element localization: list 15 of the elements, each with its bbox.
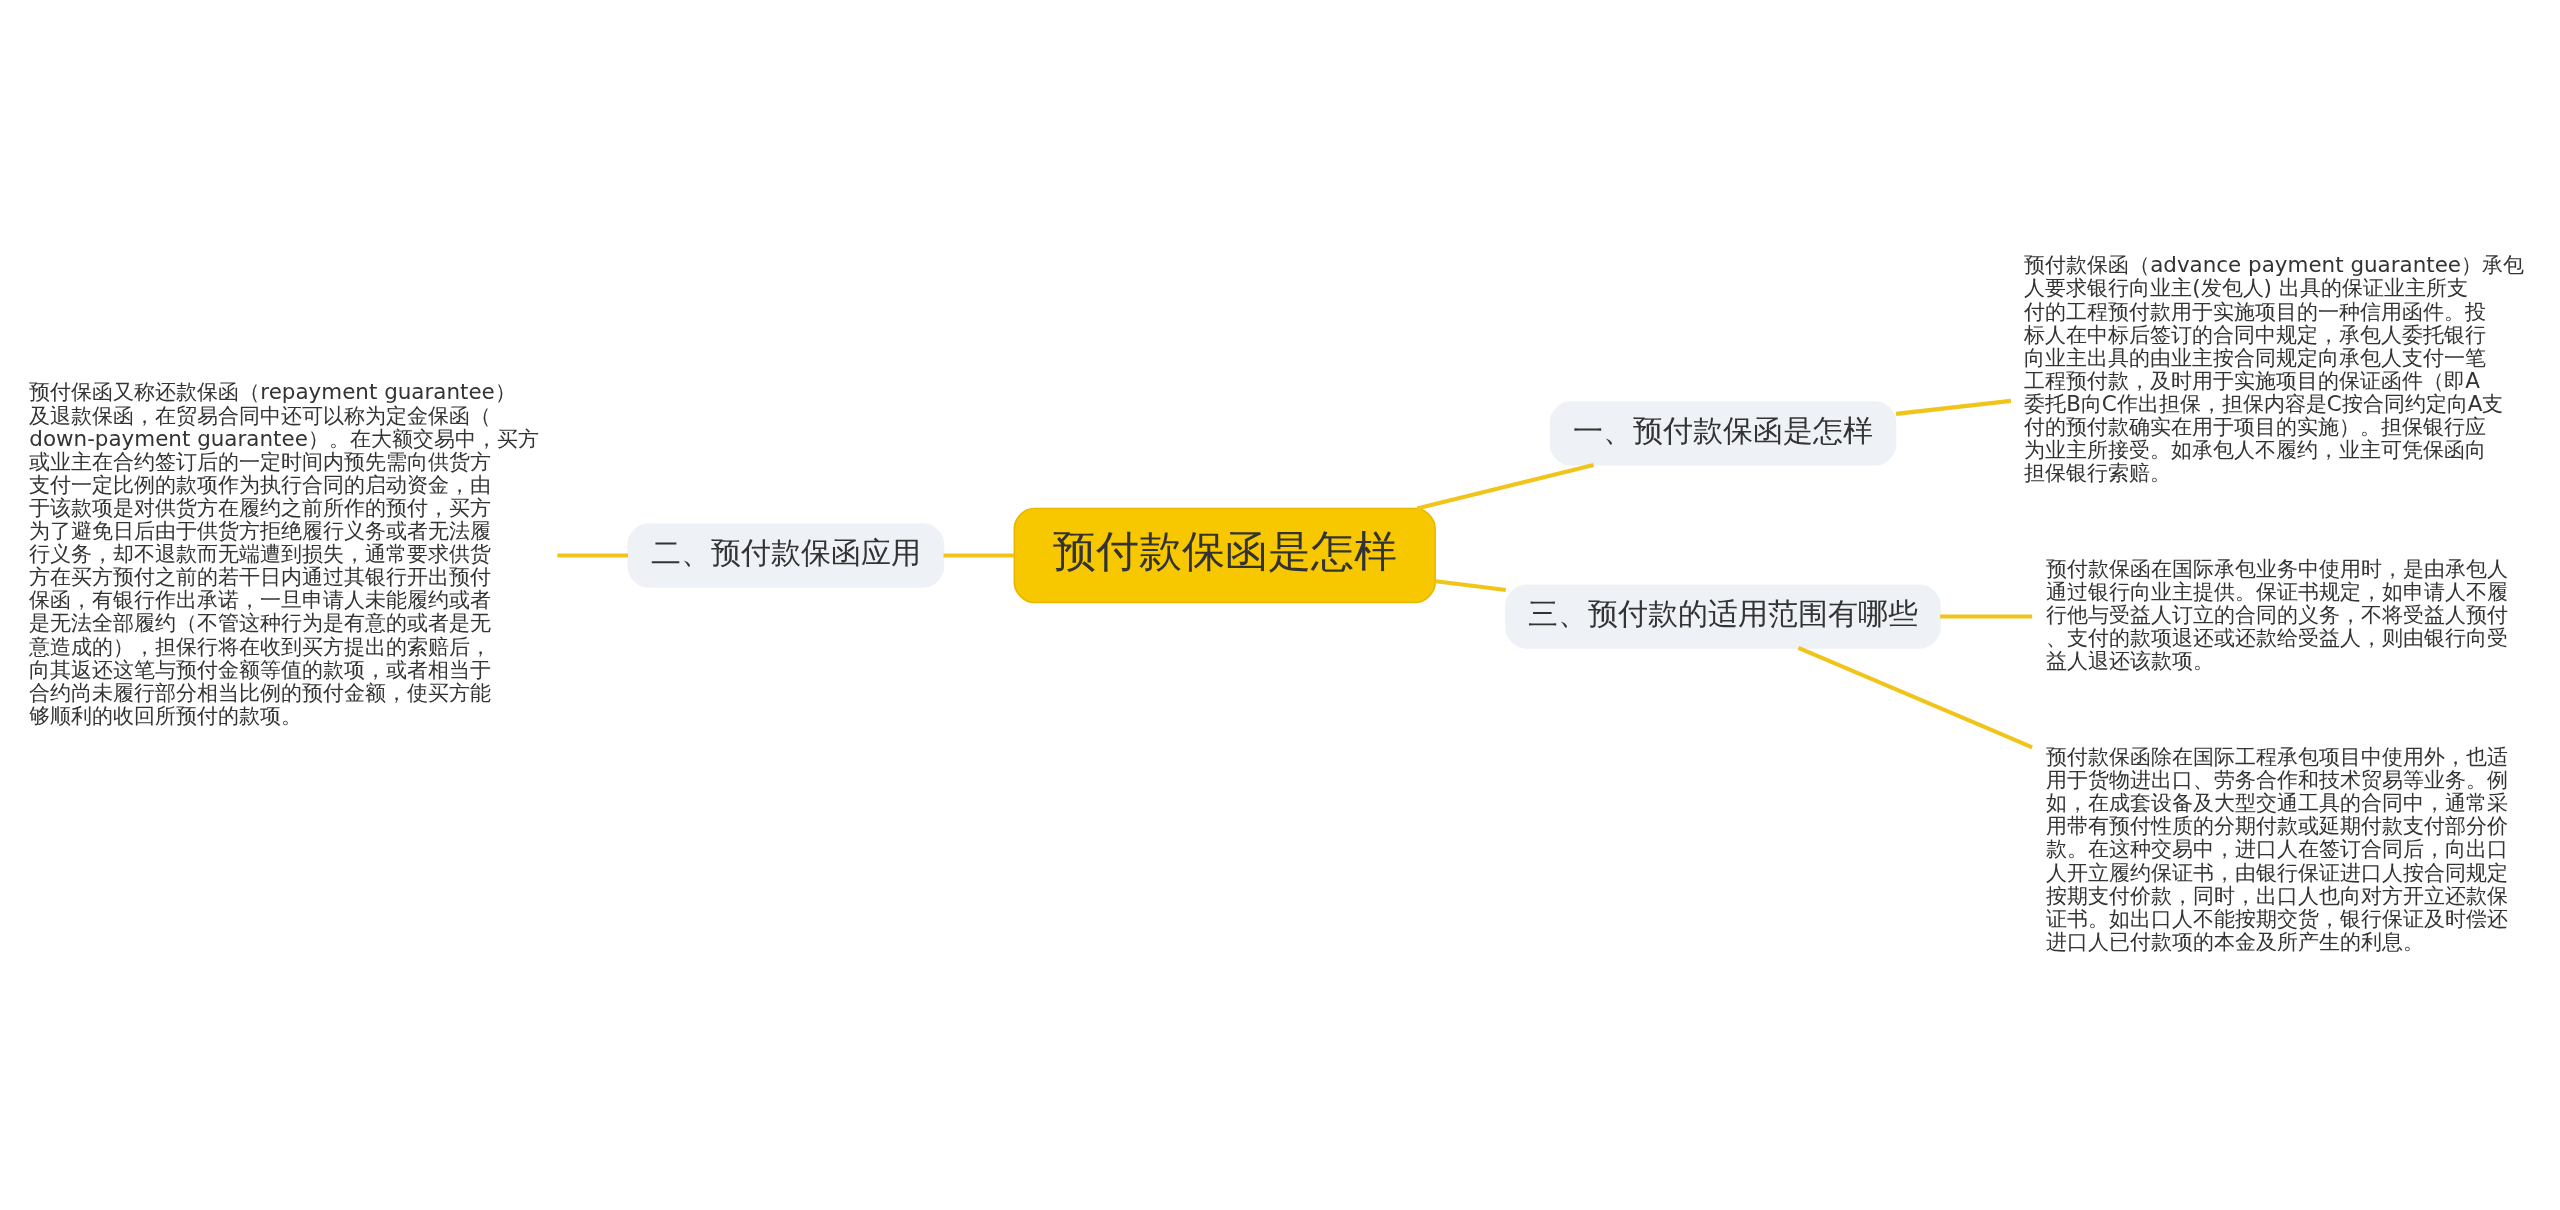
connector [943,553,1015,558]
connector [1895,398,2012,416]
node-text: 预付款保函（advance payment guarantee）承包人要求银行向业主(发包人) 出具的保证业主所支付的工程预付款用于实施项目的一种信用函件。投标人在中标后签订的合同中规定，承包人委托银行向业主出具的由业主按合同规定向承包人支付一笔工程预付款，及时用于实施项目的保证函件（即A委托B向C作出担保，担保内容是C按合同约定向A支付的预付款确实在用于项目的实施）。担保银行应为业主所接受。如承包人不履约，业主可凭保函向担保银行索赔。 [2024,252,2525,486]
node-text: 预付保函又称还款保函（repayment guarantee）及退款保函，在贸易合同中还可以称为定金保函（down-payment guarantee）。在大额交易中，买方或业主在合约签订后的一定时间内预先需向供货方支付一定比例的款项作为执行合同的启动资金，由于该款项是对供货方在履约之前所作的预付，买方为了避免日后由于供货方拒绝履行义务或者无法履行义务，却不退款而无端遭到损失，通常要求供货方在买方预付之前的若干日内通过其银行开出预付保函，有银行作出承诺，一旦申请人未能履约或者是无法全部履约（不管这种行为是有意的或者是无意造成的），担保行将在收到买方提出的索赔后，向其返还这笔与预付金额等值的款项，或者相当于合约尚未履行部分相当比例的预付金额，使买方能够顺利的收回所预付的款项。 [29,379,539,728]
connector [1797,646,2033,750]
node-text: 预付款保函除在国际工程承包项目中使用外，也适用于货物进出口、劳务合作和技术贸易等业务。例如，在成套设备及大型交通工具的合同中，通常采用带有预付性质的分期付款或延期付款支付部分价款。在这种交易中，进口人在签订合同后，向出口人开立履约保证书，由银行保证进口人按合同规定按期支付价款，同时，出口人也向对方开立还款保证书。如出口人不能按期交货，银行保证及时偿还进口人已付款项的本金及所产生的利息。 [2045,744,2508,954]
node-text: 预付款保函在国际承包业务中使用时，是由承包人通过银行向业主提供。保证书规定，如申请人不履行他与受益人订立的合同的义务，不将受益人预付、支付的款项退还或还款给受益人，则由银行向受益人退还该款项。 [2045,555,2508,674]
node-box: 一、预付款保函是怎样 [1549,401,1897,466]
connector [1940,614,2033,619]
connector [1435,579,1507,592]
node-box: 预付款保函是怎样 [1013,507,1436,604]
node-box: 三、预付款的适用范围有哪些 [1505,584,1941,649]
connector [557,553,628,558]
node-box: 二、预付款保函应用 [627,523,945,588]
connector [1416,462,1595,511]
